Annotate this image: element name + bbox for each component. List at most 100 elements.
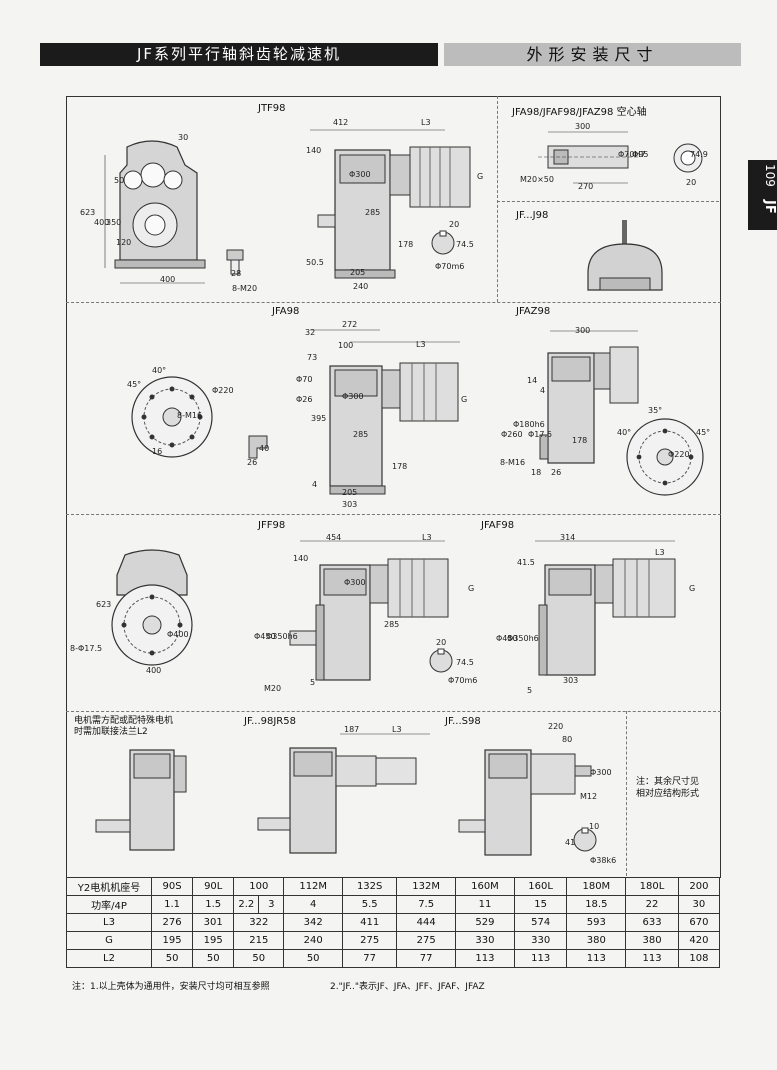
view-title-jf-s98: JF...S98 [445, 716, 481, 727]
dim-label: 8-M20 [232, 284, 258, 293]
dim-label: 8-M16 [500, 458, 526, 467]
table-cell: 4 [283, 895, 344, 914]
dim-label: 395 [311, 414, 327, 423]
series-title: JF系列平行轴斜齿轮减速机 [40, 43, 438, 66]
row-header: L3 [66, 913, 152, 932]
table-cell: 3 [258, 895, 285, 914]
dim-label: Φ70H7 [618, 150, 646, 159]
table-cell: 113 [625, 949, 679, 968]
dim-label: 285 [353, 430, 369, 439]
table-cell: 670 [677, 913, 721, 932]
row-header: Y2电机机座号 [66, 877, 152, 896]
dim-label: 140 [306, 146, 322, 155]
table-cell: 180L [625, 877, 679, 896]
view-title-jfa98-hollow: JFA98/JFAF98/JFAZ98 空心轴 [512, 107, 647, 118]
dim-label: 454 [326, 533, 342, 542]
dim-label: 40° [617, 428, 632, 437]
dim-label: 28 [231, 269, 242, 278]
table-row: Y2电机机座号 90S 90L 100 112M 132S 132M 160M … [66, 877, 721, 896]
dim-label: 35° [648, 406, 663, 415]
dim-label: M20×50 [520, 175, 554, 184]
jff98-front-view [111, 549, 193, 666]
dim-label: 40 [259, 444, 270, 453]
dim-label: Φ70m6 [435, 262, 465, 271]
dim-label: 623 [80, 208, 96, 217]
view-title-jtf98: JTF98 [258, 103, 286, 114]
separator [66, 514, 721, 515]
hollow-shaft-view [538, 131, 703, 184]
dim-label: 41 [565, 838, 576, 847]
table-cell: 180M [566, 877, 627, 896]
motor-flange-note: 电机需方配或配特殊电机 时需加联接法兰L2 [74, 716, 174, 737]
dim-label: 18 [531, 468, 542, 477]
table-cell: 444 [396, 913, 457, 932]
dim-label: 303 [563, 676, 579, 685]
dim-label: Φ300 [590, 768, 612, 777]
dim-label: 623 [96, 600, 112, 609]
dim-label: 26 [551, 468, 562, 477]
jf-j98-view [587, 220, 663, 291]
table-cell: 215 [233, 931, 285, 950]
separator [497, 201, 719, 202]
table-cell: 50 [192, 949, 235, 968]
view-title-jfaf98: JFAF98 [481, 520, 515, 531]
dim-label: 50 [114, 176, 125, 185]
side-tab: 109 JF [748, 160, 777, 230]
dim-label: G [477, 172, 484, 181]
jtf98-front-view [104, 140, 206, 284]
jtf98-side-view [310, 129, 471, 279]
dim-label: 400 [160, 275, 176, 284]
table-cell: 50 [150, 949, 194, 968]
table-cell: 200 [677, 877, 721, 896]
remaining-dims-note: 注：其余尺寸见 相对应结构形式 [636, 777, 700, 799]
dim-label: Φ70 [296, 375, 313, 384]
dim-label: 20 [449, 220, 460, 229]
dim-label: 303 [342, 500, 358, 509]
table-cell: 7.5 [396, 895, 457, 914]
table-cell: 195 [192, 931, 235, 950]
table-cell: 50 [233, 949, 285, 968]
table-cell: 275 [342, 931, 398, 950]
dim-label: 30 [178, 133, 189, 142]
table-cell: 113 [455, 949, 515, 968]
view-title-jfaz98: JFAZ98 [516, 306, 551, 317]
dim-label: 300 [575, 122, 591, 131]
dim-label: 285 [365, 208, 381, 217]
dim-label: Φ38k6 [590, 856, 617, 865]
table-cell: 420 [677, 931, 721, 950]
table-row: 功率/4P 1.1 1.5 2.2 3 4 5.5 7.5 11 15 18.5… [66, 895, 721, 914]
dim-label: L3 [416, 340, 426, 349]
row-header: L2 [66, 949, 152, 968]
dim-label: Φ220 [212, 386, 234, 395]
dim-label: 178 [572, 436, 588, 445]
dim-label: 120 [116, 238, 132, 247]
dim-label: Φ400 [167, 630, 189, 639]
dim-label: L3 [422, 533, 432, 542]
jf-98jr58-view [257, 733, 430, 854]
dim-label: 14 [527, 376, 538, 385]
table-row: L3 276 301 322 342 411 444 529 574 593 6… [66, 913, 721, 932]
table-cell: 330 [455, 931, 515, 950]
table-cell: 301 [192, 913, 235, 932]
dim-label: Φ70m6 [448, 676, 478, 685]
dim-label: 8-Φ17.5 [70, 644, 103, 653]
table-cell: 593 [566, 913, 627, 932]
table-cell: 77 [396, 949, 457, 968]
dim-label: 5 [310, 678, 316, 687]
dim-label: 240 [353, 282, 369, 291]
separator [497, 96, 498, 302]
dim-label: 178 [392, 462, 408, 471]
table-cell: 18.5 [566, 895, 627, 914]
dim-label: Φ450 [496, 634, 518, 643]
jfaz98-flange-view [626, 418, 704, 496]
table-cell: 411 [342, 913, 398, 932]
dim-label: 73 [307, 353, 318, 362]
dim-label: 314 [560, 533, 576, 542]
dim-label: G [461, 395, 468, 404]
table-cell: 380 [625, 931, 679, 950]
jtf98-foot-detail [226, 249, 244, 275]
table-cell: 15 [513, 895, 568, 914]
motor-flange-view [95, 749, 187, 851]
dim-label: 26 [247, 458, 258, 467]
dim-label: Φ26 [296, 395, 313, 404]
